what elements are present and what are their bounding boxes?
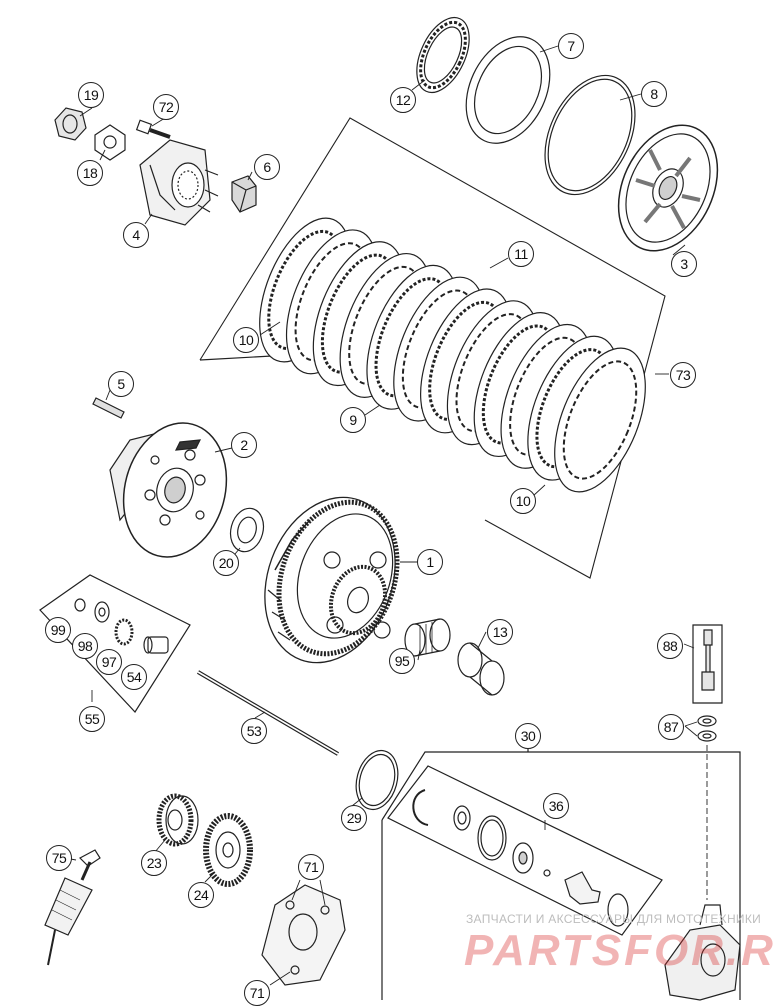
callout-12: 12 [390, 87, 416, 113]
callout-23: 23 [141, 850, 167, 876]
callout-20: 20 [213, 550, 239, 576]
callout-24: 24 [188, 882, 214, 908]
pressure-plate-3 [617, 124, 719, 252]
callout-73: 73 [670, 362, 696, 388]
steel-disc [554, 347, 646, 493]
callout-13: 13 [487, 619, 513, 645]
bush-13 [457, 642, 505, 696]
ring-8 [544, 74, 636, 196]
callout-53: 53 [241, 718, 267, 744]
callout-88: 88 [657, 633, 683, 659]
pad-6 [231, 175, 257, 213]
pressure-cap-4 [139, 139, 219, 226]
callout-3: 3 [671, 251, 697, 277]
washer-20 [229, 507, 265, 553]
syringe-75 [44, 849, 101, 966]
washer-7 [465, 36, 551, 144]
cover-71 [261, 884, 346, 986]
thrust-bearing-12 [416, 16, 470, 94]
bolt-72 [135, 119, 171, 139]
disc-teeth [562, 360, 638, 480]
callout-71-bottom: 71 [244, 980, 270, 1006]
callout-2: 2 [231, 432, 257, 458]
callout-55: 55 [79, 706, 105, 732]
clutch-hub-2 [109, 422, 228, 558]
nut-19 [54, 107, 87, 141]
callout-19: 19 [78, 82, 104, 108]
callout-71-top: 71 [298, 854, 324, 880]
gear-23 [156, 793, 199, 847]
seal-kit-parts [412, 789, 629, 927]
callout-10-top: 10 [233, 327, 259, 353]
seal-kit-box-36 [387, 765, 663, 936]
callout-98: 98 [72, 633, 98, 659]
callout-5: 5 [108, 371, 134, 397]
clutch-basket-1 [264, 496, 400, 664]
callout-9: 9 [340, 407, 366, 433]
callout-87: 87 [658, 714, 684, 740]
callout-8: 8 [641, 81, 667, 107]
callout-54: 54 [121, 664, 147, 690]
needle-bearing-95 [404, 618, 451, 657]
leader-lines [64, 45, 698, 986]
callout-18: 18 [77, 160, 103, 186]
pin-5 [92, 397, 125, 419]
callout-7: 7 [558, 33, 584, 59]
parts-99-98-97-54 [74, 598, 169, 654]
slave-cylinder-body [664, 904, 741, 1001]
callout-75: 75 [46, 845, 72, 871]
callout-1: 1 [417, 549, 443, 575]
lock-washer-18 [94, 124, 126, 161]
callout-4: 4 [123, 222, 149, 248]
washers-87 [697, 715, 717, 900]
bleed-valve-box-88 [692, 624, 723, 704]
callout-97: 97 [96, 649, 122, 675]
callout-29: 29 [341, 805, 367, 831]
kit-box-55 [39, 574, 191, 713]
callout-99: 99 [45, 617, 71, 643]
callout-10-bottom: 10 [510, 488, 536, 514]
gear-24 [203, 813, 253, 887]
callout-6: 6 [254, 154, 280, 180]
clutch-disc-stack [259, 217, 646, 493]
callout-72: 72 [153, 94, 179, 120]
callout-36: 36 [543, 793, 569, 819]
callout-30: 30 [515, 723, 541, 749]
push-rod-53 [196, 670, 340, 756]
o-ring-29 [355, 749, 399, 811]
callout-95: 95 [389, 648, 415, 674]
callout-11: 11 [508, 241, 534, 267]
